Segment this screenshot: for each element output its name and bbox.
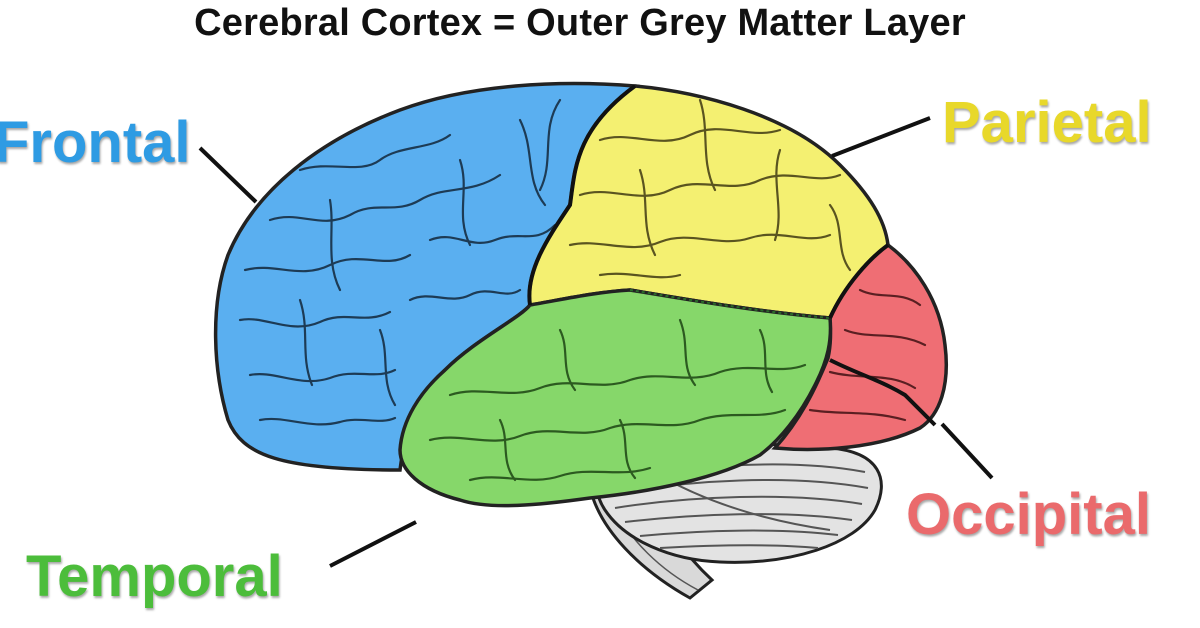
parietal-leader-line bbox=[831, 116, 931, 158]
occipital-sulcus bbox=[829, 358, 937, 427]
page-title: Cerebral Cortex = Outer Grey Matter Laye… bbox=[194, 2, 966, 44]
parieto-occipital-sulcus bbox=[828, 243, 890, 319]
parietal-label: Parietal bbox=[942, 90, 1152, 155]
temporal-gyri bbox=[428, 318, 807, 482]
occipital-leader-line bbox=[940, 422, 994, 480]
frontal-label: Frontal bbox=[0, 110, 191, 175]
temporal-lobe bbox=[398, 288, 833, 508]
frontal-leader-line bbox=[198, 146, 258, 204]
temporal-leader-line bbox=[329, 520, 417, 568]
occipital-gyri bbox=[808, 288, 927, 422]
central-sulcus bbox=[527, 84, 637, 306]
frontal-gyri bbox=[238, 98, 562, 426]
parietal-gyri bbox=[568, 98, 852, 279]
parietal-temporal-boundary bbox=[629, 289, 831, 319]
occipital-label: Occipital bbox=[906, 482, 1151, 547]
temporal-label: Temporal bbox=[26, 544, 283, 609]
